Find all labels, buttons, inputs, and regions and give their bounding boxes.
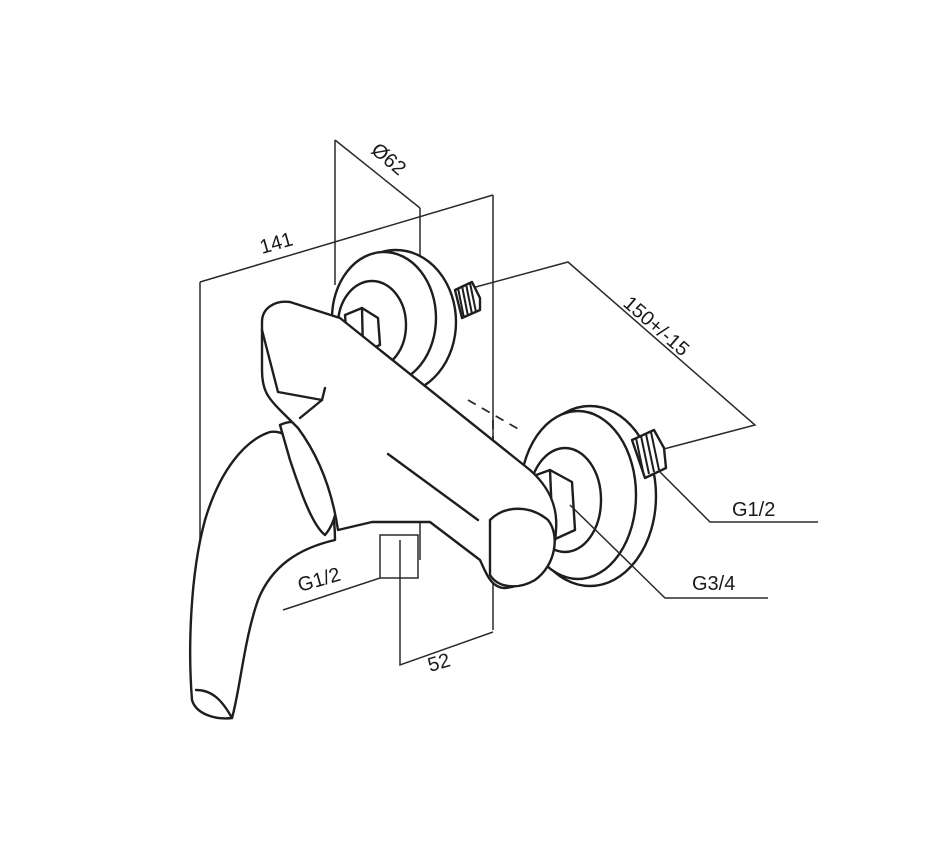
dim-dia-line xyxy=(334,139,421,209)
leader-g34-outlet xyxy=(569,504,768,599)
mixer-body xyxy=(260,300,558,590)
leader-g12-bottom xyxy=(282,534,419,611)
thread-label-outlet: G3/4 xyxy=(692,573,735,595)
dim-label-center-distance: 150+/-15 xyxy=(619,292,693,361)
dimension-lines xyxy=(199,139,757,690)
leader-lines xyxy=(569,471,818,599)
dim-label-diameter: Ø62 xyxy=(367,139,410,180)
dim-141-line xyxy=(199,194,494,283)
hidden-line-1 xyxy=(467,399,521,431)
dim-52-line xyxy=(399,540,494,667)
dim-label-141: 141 xyxy=(257,228,295,258)
leader-g12-inlet xyxy=(659,471,818,523)
thread-label-inlet: G1/2 xyxy=(732,499,775,521)
dim-150-line xyxy=(471,261,757,451)
dim-label-depth: 52 xyxy=(425,650,452,677)
